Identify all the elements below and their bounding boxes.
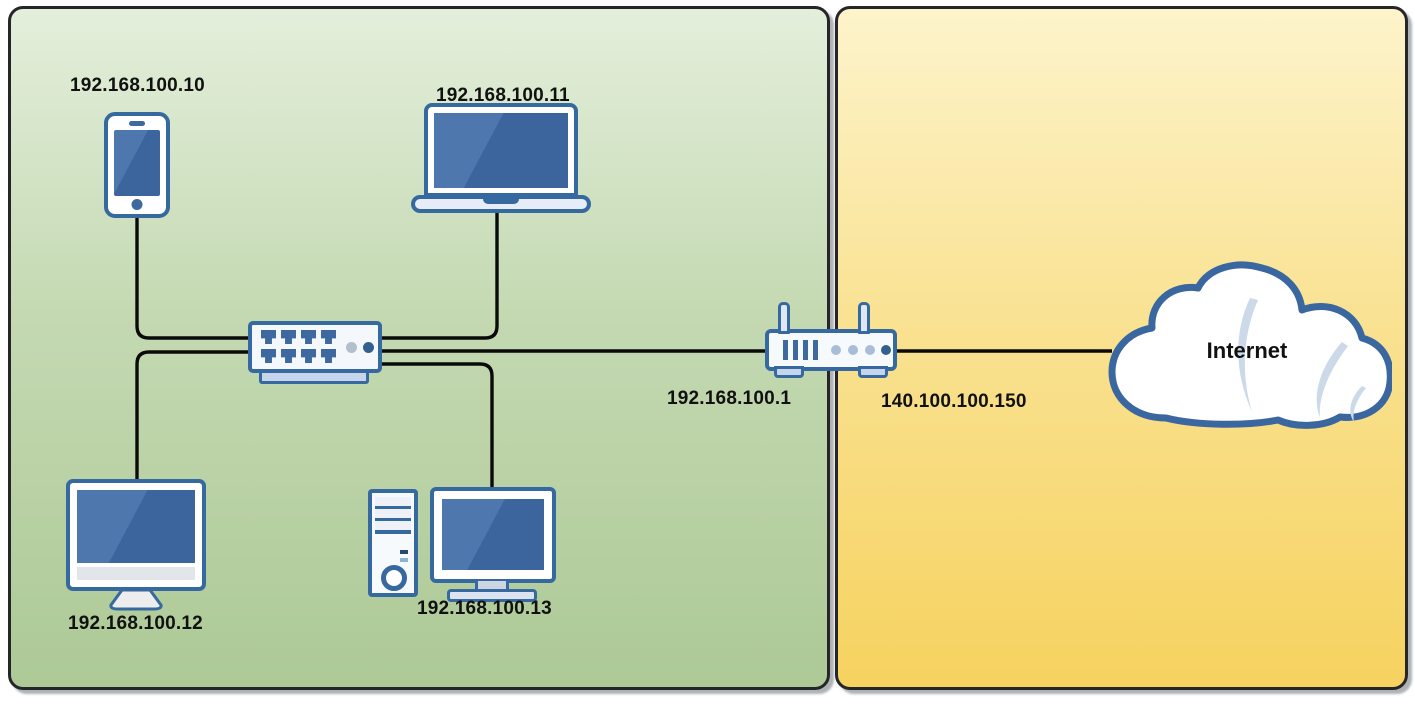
router-wan-ip-label: 140.100.100.150 — [881, 391, 1027, 412]
desktop-tower-icon — [368, 489, 418, 597]
monitor-chin — [77, 567, 195, 580]
monitor-screen — [77, 490, 195, 563]
network-switch-icon — [248, 321, 382, 373]
tower-indicator — [400, 550, 408, 554]
router-led — [865, 345, 875, 355]
laptop-base — [411, 195, 591, 213]
router-vent — [803, 340, 808, 360]
monitor-stand — [109, 589, 163, 611]
monitor-screen — [442, 499, 544, 570]
smartphone-ip-label: 192.168.100.10 — [70, 75, 205, 96]
switch-led-off — [346, 342, 357, 353]
router-vent — [793, 340, 798, 360]
internet-label: Internet — [1207, 338, 1288, 363]
rj45-port-icon — [321, 349, 336, 363]
laptop-ip-label: 192.168.100.11 — [436, 85, 570, 106]
link-laptop-switch — [372, 213, 499, 340]
switch-led-on — [363, 342, 374, 353]
laptop-notch — [483, 199, 519, 204]
cloud-shading — [1350, 386, 1366, 422]
rj45-port-icon — [261, 330, 276, 344]
rj45-port-icon — [281, 330, 296, 344]
drive-bay — [375, 506, 411, 518]
tower-drive-bays — [375, 497, 411, 534]
link-switch-imac — [135, 350, 250, 481]
link-switch-desktop — [372, 362, 494, 489]
rj45-port-icon — [281, 349, 296, 363]
laptop-screen — [434, 113, 568, 188]
link-smartphone-switch — [135, 213, 250, 340]
desktop-pc-monitor-icon — [430, 487, 556, 583]
antenna-icon — [858, 302, 870, 334]
switch-ports — [261, 330, 337, 364]
monitor-neck — [475, 581, 509, 590]
router-led-active — [881, 345, 891, 355]
antenna-icon — [778, 302, 790, 334]
router-foot — [858, 366, 888, 378]
tower-indicator — [400, 558, 408, 562]
router-lan-ip-label: 192.168.100.1 — [667, 388, 792, 409]
drive-bay — [375, 497, 411, 506]
cloud-icon: Internet — [1108, 261, 1392, 429]
laptop-icon — [411, 103, 591, 215]
router-icon — [765, 302, 897, 378]
tower-divider — [375, 530, 411, 534]
rj45-port-icon — [301, 349, 316, 363]
desktop-pc-ip-label: 192.168.100.13 — [417, 598, 552, 619]
rj45-port-icon — [301, 330, 316, 344]
router-vent — [813, 340, 818, 360]
desktop-monitor-ip-label: 192.168.100.12 — [68, 613, 203, 634]
cloud-shading — [1238, 298, 1258, 412]
rj45-port-icon — [261, 349, 276, 363]
rj45-port-icon — [321, 330, 336, 344]
phone-screen — [114, 130, 160, 196]
desktop-monitor-icon — [66, 479, 206, 591]
phone-home-button — [131, 199, 143, 210]
power-button-icon — [381, 565, 407, 591]
router-led — [848, 345, 858, 355]
monitor-base — [447, 589, 537, 602]
router-led — [831, 345, 841, 355]
laptop-screen-frame — [424, 103, 578, 197]
switch-base — [259, 370, 369, 384]
drive-bay — [375, 518, 411, 530]
router-vent — [783, 340, 788, 360]
smartphone-icon — [104, 112, 170, 218]
phone-speaker — [129, 121, 145, 126]
cloud-shading — [1316, 342, 1348, 418]
router-foot — [774, 366, 804, 378]
